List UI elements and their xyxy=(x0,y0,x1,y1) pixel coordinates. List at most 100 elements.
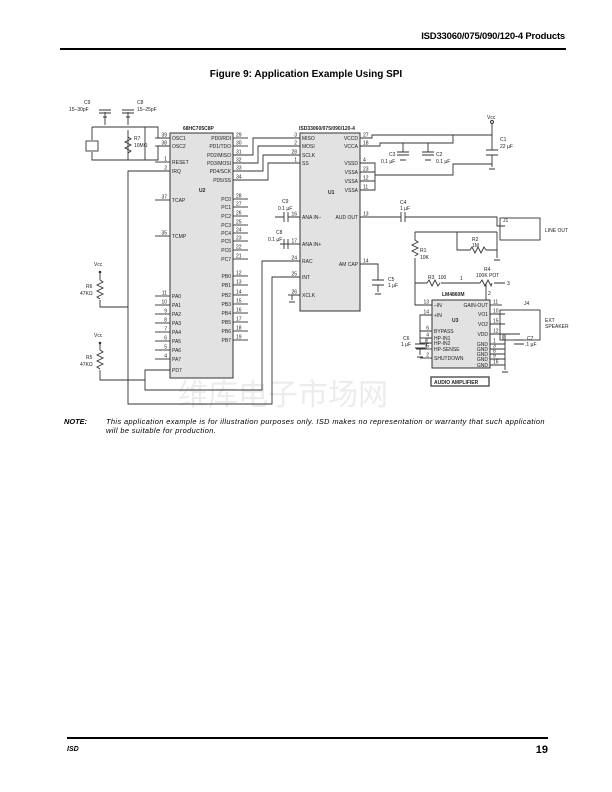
mcu-pin-number: 15 xyxy=(236,299,242,305)
j4-label-2: SPEAKER xyxy=(545,324,569,330)
r3-ref: R3 xyxy=(428,275,435,281)
amp-pin-label: HP-IN2 xyxy=(434,341,451,347)
mcu-pin-label: PD4/SCK xyxy=(210,169,232,175)
pot-pin-1: 1 xyxy=(460,276,463,282)
amp-caption-box xyxy=(430,376,490,387)
mcu-pin-label: PD2/MISO xyxy=(207,153,231,159)
mcu-pin-label: PB1 xyxy=(222,283,232,289)
amp-pin-number: 1 xyxy=(493,339,496,345)
mcu-pin-number: 33 xyxy=(236,166,242,172)
amp-pin-label: VO1 xyxy=(478,312,488,318)
mcu-pin-number: 24 xyxy=(236,228,242,234)
amp-pin-label: SHUTDOWN xyxy=(434,356,464,362)
mcu-pin-number: 28 xyxy=(236,194,242,200)
c9-osc-ref: C9 xyxy=(84,100,91,106)
mcu-pin-number: 13 xyxy=(236,280,242,286)
amp-pin-number: 4 xyxy=(426,333,429,339)
mcu-pin-label: PA4 xyxy=(172,330,181,336)
isd-pin-label: INT xyxy=(302,275,310,281)
isd-pin-label: ANA IN+ xyxy=(302,242,321,248)
isd-pin-number: 17 xyxy=(291,239,297,245)
running-header: ISD33060/075/090/120-4 Products xyxy=(421,31,565,42)
mcu-pin-number: 17 xyxy=(236,317,242,323)
mcu-pin-number: 9 xyxy=(164,309,167,315)
mcu-pin-number: 8 xyxy=(164,318,167,324)
isd-pin-label: ANA IN– xyxy=(302,215,321,221)
amp-pin-label: VDD xyxy=(477,332,488,338)
mcu-pin-number: 39 xyxy=(161,133,167,139)
mcu-pin-number: 19 xyxy=(236,335,242,341)
amp-unit: U3 xyxy=(452,318,459,324)
amp-pin-label: GND xyxy=(477,347,489,353)
isd-pin-number: 1 xyxy=(294,158,297,164)
isd-pin-number: 14 xyxy=(363,259,369,265)
pot-pin-2: 2 xyxy=(488,291,491,297)
mcu-pin-label: PB3 xyxy=(222,302,232,308)
isd-pin-number: 2 xyxy=(294,141,297,147)
mcu-pin-number: 37 xyxy=(161,195,167,201)
amp-pin-number: 16 xyxy=(493,360,499,366)
mcu-pin-label: PC6 xyxy=(221,248,231,254)
mcu-chip xyxy=(169,132,234,379)
c8-ref: C8 xyxy=(276,230,283,236)
header-rule xyxy=(60,48,566,50)
mcu-pin-label: PA6 xyxy=(172,348,181,354)
isd-pin-number: 4 xyxy=(363,158,366,164)
isd-pin-number: 28 xyxy=(291,150,297,156)
mcu-pin-number: 27 xyxy=(236,202,242,208)
c8-value: 0.1 µF xyxy=(268,237,282,243)
mcu-pin-label: PD0/RDI xyxy=(211,136,231,142)
isd-pin-number: 18 xyxy=(363,141,369,147)
c7-ref: C7 xyxy=(527,336,534,342)
isd-name: ISD33060/075/090/120-4 xyxy=(299,126,355,132)
isd-pin-number: 26 xyxy=(291,290,297,296)
amp-pin-number: 11 xyxy=(493,300,498,306)
mcu-pin-label: RESET xyxy=(172,160,189,166)
isd-pin-label: MOSI xyxy=(302,144,315,150)
mcu-pin-label: PC1 xyxy=(221,205,231,211)
isd-pin-label: SCLK xyxy=(302,153,316,159)
amp-pin-label: GND xyxy=(477,342,489,348)
mcu-pin-label: PD1/TDO xyxy=(209,144,231,150)
mcu-name: 68HC705C8P xyxy=(183,126,215,132)
isd-unit: U1 xyxy=(328,190,335,196)
mcu-pin-number: 4 xyxy=(164,354,167,360)
mcu-pin-label: PC0 xyxy=(221,197,231,203)
isd-pin-label: SS xyxy=(302,161,309,167)
amp-pin-number: 8 xyxy=(493,349,496,355)
amp-name: LM4860M xyxy=(442,292,465,298)
c3-value: 0.1 µF xyxy=(381,159,395,165)
amp-pin-label: GAIN-OUT xyxy=(464,303,488,309)
isd-pin-label: VCCD xyxy=(344,136,359,142)
c6-value: 1 µF xyxy=(401,342,411,348)
mcu-pin-label: PC3 xyxy=(221,223,231,229)
c3-ref: C3 xyxy=(389,152,396,158)
figure-note: NOTE: This application example is for il… xyxy=(64,417,554,435)
pot-pin-3: 3 xyxy=(507,281,510,287)
amp-pin-label: HP-SENSE xyxy=(434,347,460,353)
mcu-pin-label: PD7 xyxy=(172,368,182,374)
j1-ref: J1 xyxy=(503,218,509,224)
mcu-pin-label: PA5 xyxy=(172,339,181,345)
mcu-pin-number: 25 xyxy=(236,220,242,226)
isd-pin-label: AUD OUT xyxy=(336,215,359,221)
mcu-pin-label: PC4 xyxy=(221,231,231,237)
mcu-pin-number: 22 xyxy=(236,245,242,251)
mcu-pin-label: PB5 xyxy=(222,320,232,326)
isd-pin-label: VSSA xyxy=(345,188,359,194)
amp-caption: AUDIO AMPLIFIER xyxy=(434,380,479,386)
mcu-pin-label: PB2 xyxy=(222,293,232,299)
r3-value: 100 xyxy=(438,275,447,281)
isd-pin-number: 3 xyxy=(294,133,297,139)
r2-ref: R2 xyxy=(472,237,479,243)
r6-value: 47KΩ xyxy=(80,291,93,297)
mcu-pin-number: 12 xyxy=(236,271,242,277)
mcu-pin-number: 14 xyxy=(236,290,242,296)
figure-title: Figure 9: Application Example Using SPI xyxy=(209,69,403,80)
amp-pin-label: +IN xyxy=(434,313,442,319)
c2-ref: C2 xyxy=(436,152,443,158)
mcu-pin-label: PD3/MOSI xyxy=(207,161,231,167)
mcu-pin-label: PB0 xyxy=(222,274,232,280)
amp-pin-number: 15 xyxy=(493,319,499,325)
c9-value: 0.1 µF xyxy=(278,206,292,212)
